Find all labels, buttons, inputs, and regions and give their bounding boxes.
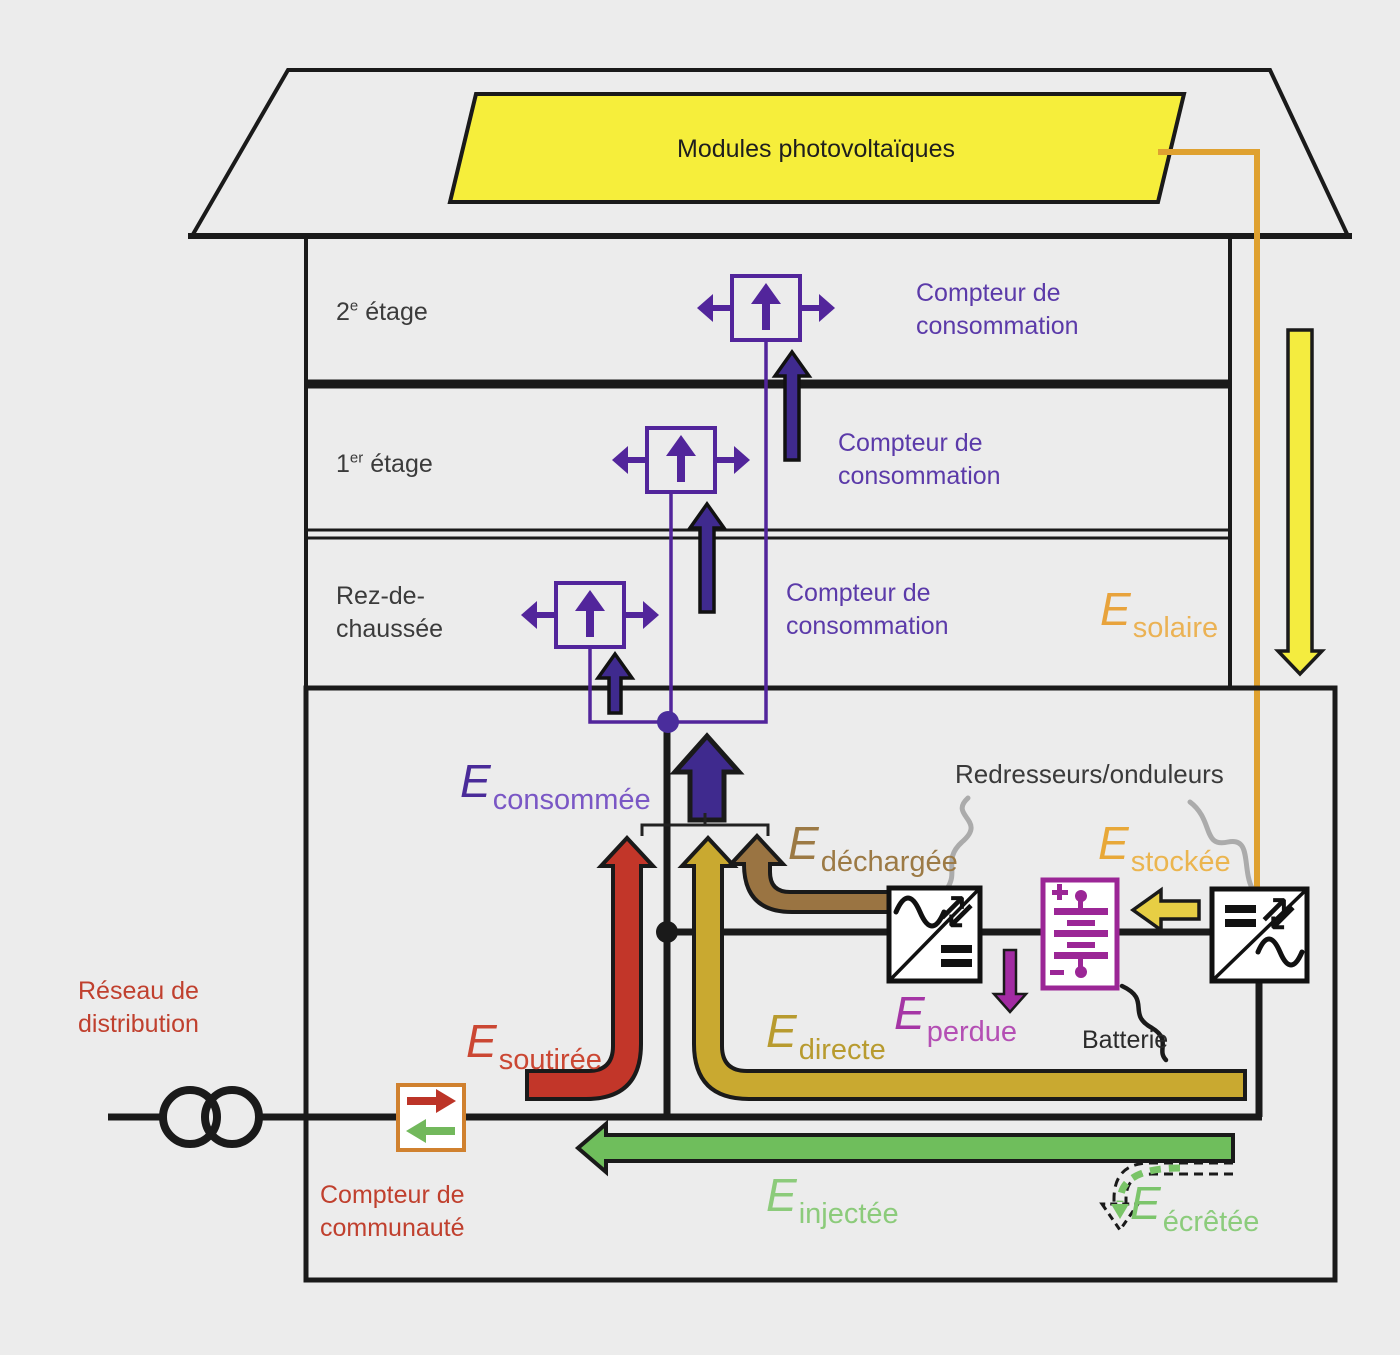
grid-transformer (159, 1086, 263, 1148)
pv-panel (447, 92, 1187, 204)
inverters-label: Redresseurs/onduleurs (955, 759, 1224, 789)
battery-plates-icon (1054, 908, 1108, 915)
solar-line (1158, 149, 1260, 889)
floor-label-rdc: Rez-de-chaussée (336, 582, 444, 643)
consumption-meter-label-rdc: Compteur de consommation (786, 579, 949, 640)
solar-flow-arrow (1273, 328, 1327, 677)
grid-label: Réseau de distribution (78, 977, 199, 1038)
energy-label-directe: Edirecte (766, 1005, 886, 1066)
basement-box (303, 685, 1338, 1283)
meter-junction-dot (657, 711, 679, 733)
pointer-squiggle-right (1187, 799, 1255, 891)
ac-sine-icon (893, 895, 947, 929)
minus-icon (1050, 970, 1064, 975)
flow-directe-arrow (677, 835, 1247, 1101)
energy-label-stockee: Estockée (1098, 817, 1231, 878)
sum-bracket (640, 813, 770, 836)
export-arrow-icon (407, 1089, 456, 1113)
floor-flow-arrow-1er (686, 500, 728, 614)
pv-panel-label: Modules photovoltaïques (677, 134, 955, 163)
consumption-meter-2e (695, 274, 837, 342)
energy-label-consommee: Econsommée (460, 755, 651, 816)
flow-consommee-arrow (669, 732, 745, 823)
bus-junction-dot (656, 921, 678, 943)
energy-label-ecretee: Eécrêtée (1130, 1177, 1260, 1238)
energy-label-dechargee: Edéchargée (788, 817, 958, 878)
flow-injectee-arrow (574, 1119, 1235, 1177)
energy-label-soutiree: Esoutirée (466, 1015, 602, 1076)
battery-terminal-bottom (1075, 966, 1087, 978)
pointer-squiggle-left (943, 795, 974, 893)
consumption-meter-label-1er: Compteur de consommation (838, 429, 1001, 490)
energy-label-injectee: Einjectée (766, 1169, 899, 1230)
floor-label-1er: 1er étage (336, 449, 433, 478)
floor-label-2e: 2e étage (336, 297, 428, 326)
solar-inverter: ⇄ (1209, 885, 1310, 984)
flow-soutiree-arrow (525, 835, 658, 1101)
energy-label-perdue: Eperdue (894, 987, 1017, 1048)
import-arrow-icon (406, 1119, 455, 1143)
flow-stockee-arrow (1129, 886, 1201, 934)
pointer-squiggle-battery (1119, 983, 1169, 1063)
consumption-meter-rdc (519, 581, 661, 649)
battery-label: Batterie (1082, 1026, 1169, 1054)
consumption-meter-label-2e: Compteur de consommation (916, 279, 1079, 340)
dc-bars-icon (941, 945, 972, 953)
community-meter (396, 1083, 466, 1152)
battery (1040, 877, 1120, 991)
community-meter-label: Compteur de communauté (320, 1181, 465, 1242)
consumption-meter-1er (610, 426, 752, 494)
flow-ecretee-arrow (1099, 1161, 1233, 1233)
energy-label-solaire: Esolaire (1100, 583, 1219, 644)
ac-sine-icon (1255, 936, 1305, 968)
floor-flow-arrow-rdc (594, 650, 636, 715)
battery-inverter: ⇄ (886, 883, 984, 984)
dc-bars-icon (1225, 905, 1256, 913)
floor-flow-arrow-2e (771, 348, 813, 462)
flow-perdue-arrow (991, 948, 1029, 1014)
